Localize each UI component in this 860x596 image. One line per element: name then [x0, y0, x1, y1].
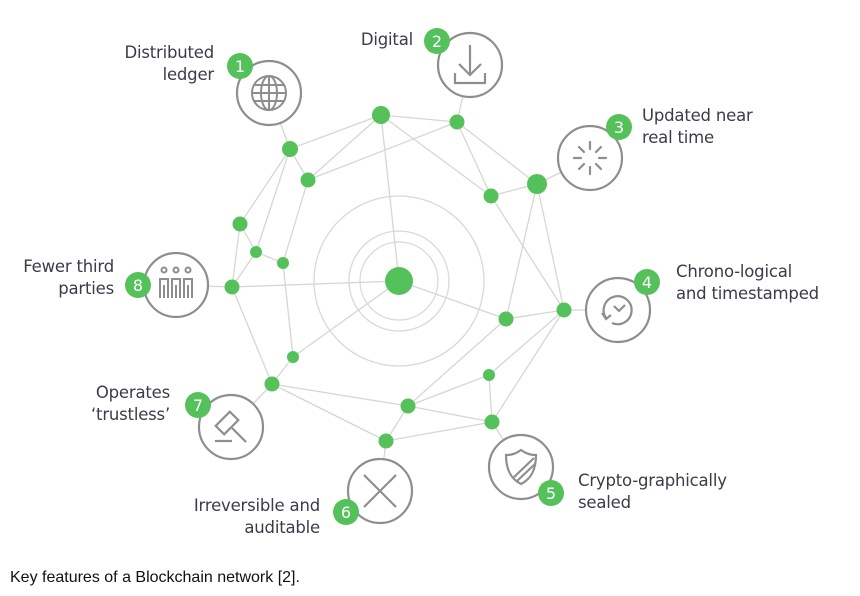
middle-ring [348, 230, 450, 332]
feature-4-label: Chrono-logical and timestamped [676, 262, 819, 303]
network-edge [536, 183, 565, 311]
figure-caption: Key features of a Blockchain network [2]… [10, 569, 300, 586]
network-edge [292, 280, 400, 358]
feature-5-label: Crypto-graphically sealed [578, 471, 727, 512]
badge-3-number: 3 [614, 118, 624, 137]
feature-6-label: Irreversible and auditable [193, 496, 320, 537]
badge-1 [227, 53, 253, 79]
gavel-icon [214, 410, 247, 443]
network-node [483, 188, 499, 204]
badge-4-number: 4 [642, 273, 652, 292]
shield-icon [504, 448, 538, 486]
network-nodes [224, 106, 572, 449]
network-node [378, 433, 394, 449]
network-edge [407, 318, 507, 407]
network-node [483, 369, 495, 381]
network-node [277, 257, 289, 269]
network-edge [271, 383, 387, 442]
download-icon [453, 45, 487, 85]
loading-spinner-icon [572, 140, 608, 176]
feature-7-label: Operates ‘trustless’ [91, 383, 170, 424]
network-edge [282, 179, 309, 264]
network-node [300, 172, 316, 188]
network-node [287, 351, 299, 363]
blockchain-network-diagram: 1 2 3 [125, 28, 660, 525]
network-node [484, 414, 500, 430]
x-cross-icon [363, 474, 397, 508]
network-edge [231, 223, 241, 288]
network-node [372, 106, 390, 124]
network-edge [307, 114, 382, 181]
network-edge [231, 280, 400, 288]
feature-8-label: Fewer third parties [23, 257, 114, 298]
feature-2: 2 [424, 28, 504, 99]
network-edge [505, 309, 565, 320]
network-edge [239, 148, 291, 225]
network-node [556, 302, 572, 318]
feature-3: 3 [556, 114, 632, 192]
badge-8-number: 8 [133, 276, 143, 295]
badge-4 [634, 269, 660, 295]
badge-6-number: 6 [341, 503, 351, 522]
network-edge [488, 374, 493, 423]
badge-1-number: 1 [235, 57, 245, 76]
network-node [498, 311, 514, 327]
network-edge [380, 114, 400, 282]
network-edge [491, 309, 565, 423]
feature-7: 7 [185, 392, 265, 461]
network-node [232, 216, 248, 232]
network-edge [490, 195, 565, 311]
network-edge [255, 148, 291, 253]
network-edge [407, 374, 490, 407]
feature-5: 5 [487, 433, 564, 506]
network-node [527, 174, 547, 194]
network-edge [456, 121, 538, 185]
central-node [385, 267, 413, 295]
network-edge [380, 114, 458, 123]
feature-6: 6 [333, 457, 414, 525]
badge-6 [333, 499, 359, 525]
network-edge [289, 114, 382, 150]
network-node [224, 279, 240, 295]
network-edge [488, 309, 565, 376]
network-edges [175, 64, 618, 492]
badge-2 [424, 28, 450, 54]
network-node [250, 246, 262, 258]
network-edge [231, 286, 273, 385]
network-node [400, 398, 416, 414]
feature-1: 1 [227, 53, 303, 127]
network-edge [307, 121, 458, 181]
badge-8 [125, 272, 151, 298]
badge-7-number: 7 [193, 396, 203, 415]
badge-7 [185, 392, 211, 418]
network-edge [282, 262, 294, 358]
network-edge [505, 183, 538, 320]
concentric-rings [313, 195, 485, 367]
network-node [449, 114, 465, 130]
inner-ring [359, 241, 439, 321]
network-edge [456, 121, 492, 197]
people-icon [159, 266, 193, 298]
network-edge [398, 280, 507, 320]
network-edge [271, 383, 409, 407]
feature-2-label: Digital [360, 30, 413, 49]
badge-5 [538, 480, 564, 506]
feature-1-label: Distributed ledger [124, 43, 214, 84]
clock-history-icon [601, 295, 633, 326]
network-edge [380, 114, 492, 197]
feature-3-label: Updated near real time [642, 106, 753, 147]
network-edge [407, 405, 493, 423]
badge-5-number: 5 [546, 484, 556, 503]
network-node [282, 141, 298, 157]
badge-2-number: 2 [432, 32, 442, 51]
outer-ring [313, 195, 485, 367]
globe-icon [251, 75, 287, 111]
feature-8: 8 [125, 251, 210, 319]
badge-3 [606, 114, 632, 140]
feature-4: 4 [584, 269, 660, 344]
network-edge [385, 421, 493, 442]
network-node [264, 376, 280, 392]
